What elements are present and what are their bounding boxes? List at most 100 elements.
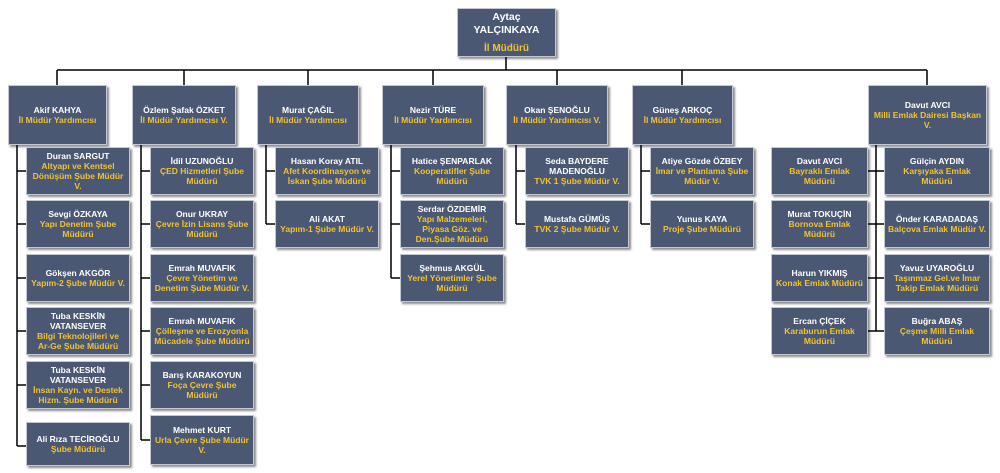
deputy-name: Davut AVCI	[904, 100, 951, 110]
unit-name: Murat TOKUÇİN	[787, 209, 852, 219]
unit-name: Yavuz UYAROĞLU	[899, 263, 975, 273]
deputy-box-7: Davut AVCI Milli Emlak Dairesi Başkan V.	[868, 85, 987, 145]
deputy-name: Güneş ARKOÇ	[652, 105, 713, 115]
unit-name: Gökşen AKGÖR	[45, 268, 111, 278]
unit-title: Taşınmaz Gel.ve İmar Takip Emlak Müdürü	[893, 273, 981, 293]
unit-title: Karaburun Emlak Müdürü	[784, 326, 855, 346]
unit-name: Mehmet KURT	[172, 425, 232, 435]
unit-box: Gökşen AKGÖR Yapım-2 Şube Müdür V.	[26, 254, 130, 302]
unit-name: Seda BAYDERE MADENOĞLU	[545, 156, 609, 176]
unit-box: Barış KARAKOYUN Foça Çevre Şube Müdürü	[150, 361, 254, 409]
unit-title: Yerel Yönetimler Şube Müdürü	[407, 273, 497, 293]
unit-name: Hasan Koray ATIL	[290, 156, 364, 166]
deputy-title: İl Müdür Yardımcısı V.	[140, 115, 228, 125]
unit-name: Önder KARADADAŞ	[895, 214, 979, 224]
unit-title: Konak Emlak Müdürü	[776, 278, 863, 288]
unit-box: Davut AVCI Bayraklı Emlak Müdürü	[771, 147, 868, 195]
deputy-title: İl Müdür Yardımcısı	[394, 115, 472, 125]
unit-box: Hasan Koray ATIL Afet Koordinasyon ve İs…	[275, 147, 379, 195]
unit-box: Ercan ÇİÇEK Karaburun Emlak Müdürü	[771, 307, 868, 355]
unit-title: ÇED Hizmetleri Şube Müdürü	[159, 166, 245, 186]
unit-box: Şehmus AKGÜL Yerel Yönetimler Şube Müdür…	[400, 254, 504, 302]
unit-title: Urla Çevre Şube Müdür V.	[155, 435, 249, 455]
unit-title: Balçova Emlak Müdür V.	[888, 224, 986, 234]
deputy-name: Nezir TÜRE	[409, 105, 457, 115]
unit-title: İmar ve Planlama Şube Müdür V.	[655, 166, 749, 186]
unit-box: Ali AKAT Yapım-1 Şube Müdür V.	[275, 200, 379, 248]
deputy-name: Okan ŞENOĞLU	[524, 105, 590, 115]
unit-name: Sevgi ÖZKAYA	[48, 209, 108, 219]
unit-box: Önder KARADADAŞ Balçova Emlak Müdür V.	[884, 200, 990, 248]
deputy-box-1: Akif KAHYA İl Müdür Yardımcısı	[8, 85, 107, 145]
deputy-box-4: Nezir TÜRE İl Müdür Yardımcısı	[382, 85, 484, 145]
deputy-title: İl Müdür Yardımcısı V.	[513, 115, 601, 125]
unit-name: Hatice ŞENPARLAK	[411, 156, 493, 166]
unit-box: Hatice ŞENPARLAK Kooperatifler Şube Müdü…	[400, 147, 504, 195]
unit-title: Çeşme Milli Emlak Müdürü	[899, 326, 975, 346]
unit-box: Onur UKRAY Çevre İzin Lisans Şube Müdürü	[150, 200, 254, 248]
unit-box: Seda BAYDERE MADENOĞLU TVK 1 Şube Müdür …	[525, 147, 629, 195]
unit-name: Serdar ÖZDEMİR	[417, 204, 487, 214]
deputy-name: Murat ÇAĞIL	[282, 105, 334, 115]
unit-box: Yavuz UYAROĞLU Taşınmaz Gel.ve İmar Taki…	[884, 254, 990, 302]
unit-title: Afet Koordinasyon ve İskan Şube Müdürü	[283, 166, 371, 186]
deputy-title: Milli Emlak Dairesi Başkan V.	[873, 110, 982, 130]
unit-box: Mehmet KURT Urla Çevre Şube Müdür V.	[150, 415, 254, 465]
unit-title: TVK 2 Şube Müdür V.	[534, 224, 620, 234]
unit-title: Yapı Denetim Şube Müdürü	[39, 219, 117, 239]
unit-box: Tuba KESKİN VATANSEVER İnsan Kayn. ve De…	[26, 361, 130, 409]
unit-name: Gülçin AYDIN	[909, 156, 965, 166]
unit-title: Çölleşme ve Erozyonla Mücadele Şube Müdü…	[154, 326, 250, 346]
unit-title: Bornova Emlak Müdürü	[788, 219, 851, 239]
deputy-name: Akif KAHYA	[33, 105, 82, 115]
deputy-box-6: Güneş ARKOÇ İl Müdür Yardımcısı	[632, 85, 733, 145]
unit-name: Ali Rıza TECİROĞLU	[36, 434, 120, 444]
unit-title: Yapım-1 Şube Müdür V.	[280, 224, 374, 234]
unit-name: Ercan ÇİÇEK	[793, 316, 846, 326]
unit-box: Ali Rıza TECİROĞLU Şube Müdürü	[26, 422, 130, 466]
unit-name: Barış KARAKOYUN	[162, 370, 242, 380]
unit-name: Buğra ABAŞ	[911, 316, 963, 326]
unit-name: Emrah MUVAFIK	[168, 316, 236, 326]
unit-title: Altyapı ve Kentsel Dönüşüm Şube Müdür V.	[32, 161, 124, 191]
unit-box: Serdar ÖZDEMİR Yapı Malzemeleri, Piyasa …	[400, 200, 504, 248]
director-title: İl Müdürü	[484, 42, 529, 54]
unit-name: Atiye Gözde ÖZBEY	[661, 156, 743, 166]
unit-title: Yapı Malzemeleri, Piyasa Göz. ve Den.Şub…	[415, 214, 489, 244]
director-name: Aytaç YALÇINKAYA	[473, 10, 540, 36]
unit-name: Harun YIKMIŞ	[791, 268, 848, 278]
unit-title: Çevre İzin Lisans Şube Müdürü	[155, 219, 249, 239]
unit-name: Onur UKRAY	[175, 209, 229, 219]
unit-title: Bayraklı Emlak Müdürü	[789, 166, 850, 186]
unit-name: Duran SARGUT	[46, 151, 110, 161]
deputy-box-5: Okan ŞENOĞLU İl Müdür Yardımcısı V.	[506, 85, 608, 145]
unit-box: Sevgi ÖZKAYA Yapı Denetim Şube Müdürü	[26, 200, 130, 248]
unit-name: Tuba KESKİN VATANSEVER	[49, 311, 107, 331]
unit-box: Buğra ABAŞ Çeşme Milli Emlak Müdürü	[884, 307, 990, 355]
unit-name: Davut AVCI	[796, 156, 843, 166]
unit-box: Emrah MUVAFIK Çevre Yönetim ve Denetim Ş…	[150, 254, 254, 302]
deputy-title: İl Müdür Yardımcısı	[643, 115, 722, 125]
unit-name: İdil UZUNOĞLU	[170, 156, 234, 166]
deputy-box-2: Özlem Şafak ÖZKET İl Müdür Yardımcısı V.	[132, 85, 236, 145]
unit-name: Ali AKAT	[309, 214, 345, 224]
unit-title: İnsan Kayn. ve Destek Hizm. Şube Müdürü	[33, 385, 123, 405]
unit-box: Mustafa GÜMÜŞ TVK 2 Şube Müdür V.	[525, 200, 629, 248]
unit-box: Tuba KESKİN VATANSEVER Bilgi Teknolojile…	[26, 307, 130, 355]
unit-name: Emrah MUVAFIK	[168, 263, 236, 273]
unit-box: Yunus KAYA Proje Şube Müdürü	[650, 200, 754, 248]
unit-name: Mustafa GÜMÜŞ	[543, 214, 611, 224]
unit-box: Duran SARGUT Altyapı ve Kentsel Dönüşüm …	[26, 147, 130, 195]
director-box: Aytaç YALÇINKAYA İl Müdürü	[457, 8, 556, 57]
unit-title: Yapım-2 Şube Müdür V.	[31, 278, 125, 288]
unit-title: Şube Müdürü	[50, 444, 106, 454]
unit-box: Harun YIKMIŞ Konak Emlak Müdürü	[771, 254, 868, 302]
unit-title: Çevre Yönetim ve Denetim Şube Müdür V.	[154, 273, 250, 293]
deputy-title: İl Müdür Yardımcısı	[18, 115, 97, 125]
deputy-box-3: Murat ÇAĞIL İl Müdür Yardımcısı	[257, 85, 359, 145]
unit-box: Gülçin AYDIN Karşıyaka Emlak Müdürü	[884, 147, 990, 195]
unit-title: TVK 1 Şube Müdür V.	[534, 176, 620, 186]
unit-name: Yunus KAYA	[676, 214, 728, 224]
deputy-title: İl Müdür Yardımcısı	[269, 115, 347, 125]
